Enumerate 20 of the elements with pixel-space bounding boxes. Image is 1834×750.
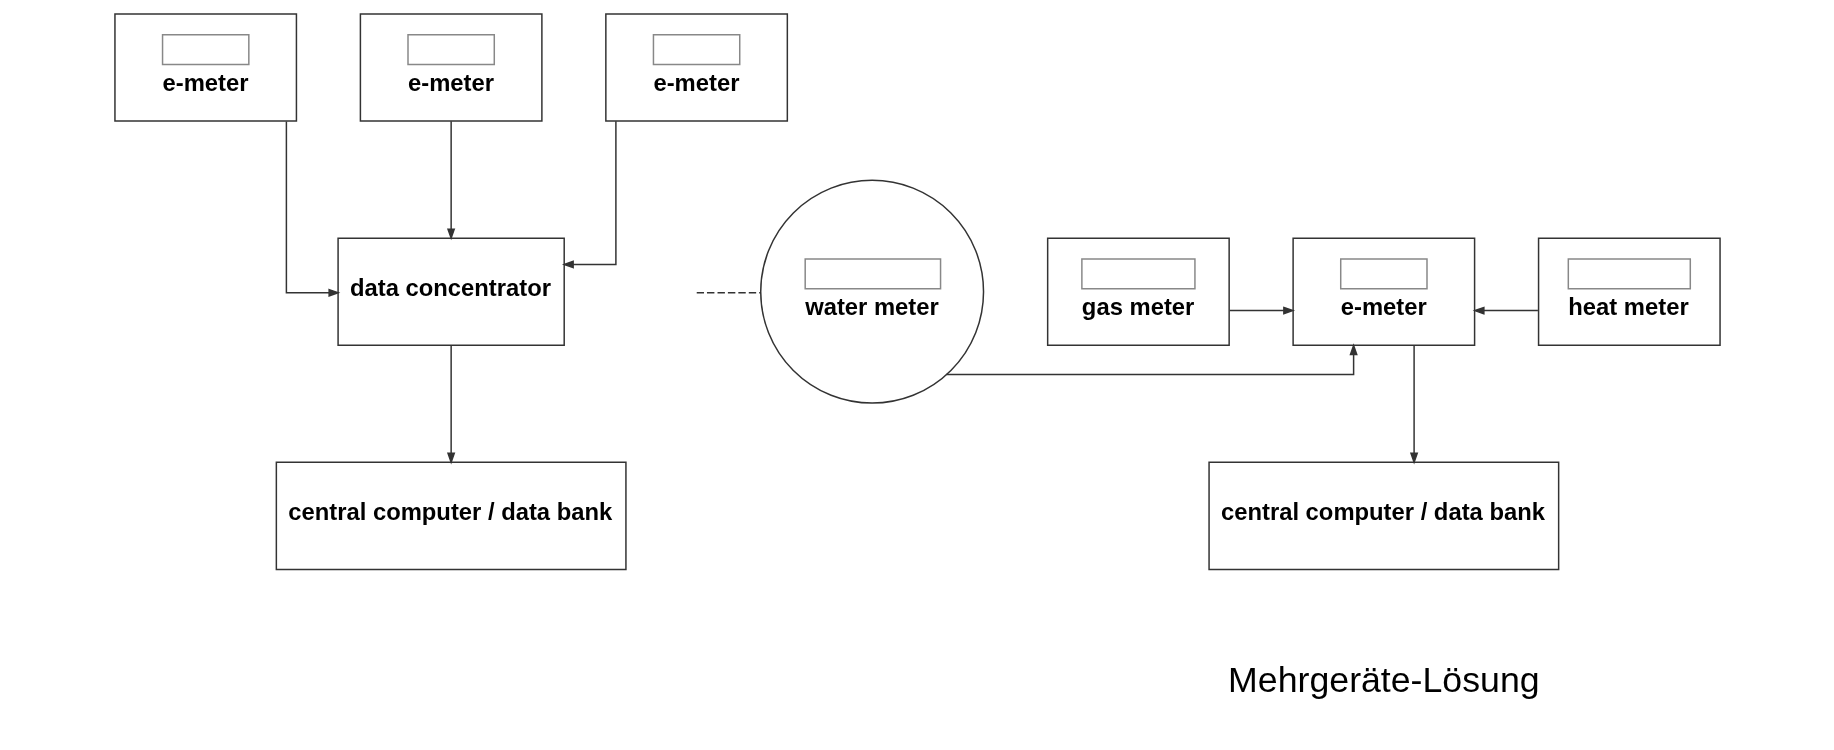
node-box: e-meter [113,13,297,122]
node-box: e-meter [604,13,788,122]
node-box: central computer / data bank [275,461,627,571]
arrow [446,344,455,465]
arrow [285,120,340,297]
arrow [1409,344,1418,465]
arrow [1472,306,1539,315]
arrow [945,343,1358,376]
node-box: central computer / data bank [1207,461,1559,571]
connector [695,292,762,294]
node-box: e-meter [359,13,543,122]
node-box: e-meter [1291,237,1475,346]
node-box: data concentrator [336,237,565,346]
node-box: heat meter [1537,237,1721,346]
arrow [561,120,617,269]
arrow [1228,306,1295,315]
node-box: gas meter [1046,237,1230,346]
arrow [446,120,455,241]
label: Mehrgeräte-Lösung [1227,659,1540,700]
node-circle: water meter [759,179,984,404]
